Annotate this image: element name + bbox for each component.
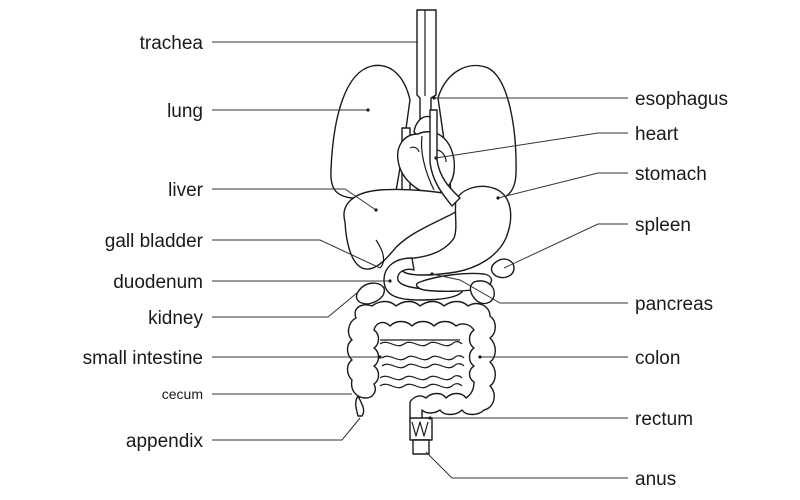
small-intestine-coils — [379, 339, 465, 389]
label-trachea: trachea — [140, 33, 204, 54]
rectum-shape — [409, 417, 433, 441]
label-anus: anus — [635, 469, 676, 490]
label-gall-bladder: gall bladder — [105, 231, 204, 252]
label-pancreas: pancreas — [635, 294, 713, 315]
liver-shape — [343, 188, 463, 270]
anus-shape — [412, 439, 430, 455]
right-kidney-shape — [469, 280, 495, 305]
left-kidney-shape — [355, 282, 385, 305]
gall-bladder-shape — [375, 239, 385, 269]
leader-endpoints — [366, 96, 500, 420]
organ-drawings — [330, 9, 517, 455]
spleen-shape — [490, 258, 515, 279]
label-colon: colon — [635, 348, 680, 369]
leader-lines — [212, 41, 628, 479]
label-kidney: kidney — [148, 308, 203, 329]
stomach-shape — [400, 185, 512, 276]
label-esophagus: esophagus — [635, 89, 728, 110]
esophagus-shape — [429, 109, 461, 207]
label-liver: liver — [168, 180, 204, 201]
label-heart: heart — [635, 124, 679, 145]
label-duodenum: duodenum — [113, 272, 203, 293]
label-rectum: rectum — [635, 409, 693, 430]
colon-shape — [346, 300, 496, 421]
left-labels: trachea lung liver gall bladder duodenum… — [83, 33, 204, 452]
left-lung-shape — [330, 64, 411, 199]
label-small-intestine: small intestine — [83, 348, 203, 369]
right-labels: esophagus heart stomach spleen pancreas … — [635, 89, 728, 490]
label-lung: lung — [167, 101, 203, 122]
label-appendix: appendix — [126, 431, 204, 452]
label-spleen: spleen — [635, 215, 691, 236]
label-stomach: stomach — [635, 164, 707, 185]
appendix-shape — [355, 395, 365, 417]
label-cecum: cecum — [162, 386, 203, 402]
